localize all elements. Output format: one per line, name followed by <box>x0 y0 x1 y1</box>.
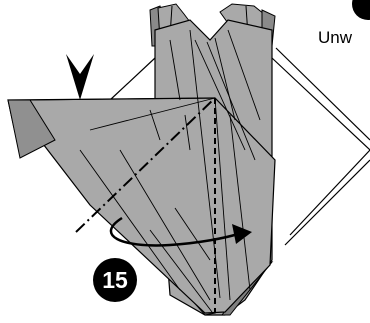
fold-arrow <box>109 216 239 247</box>
fold-arrow-head <box>232 224 252 244</box>
back-square-edges <box>109 47 370 246</box>
mountain-fold-line <box>75 97 216 233</box>
next-step-circle <box>352 0 370 20</box>
step-number-circle <box>93 258 137 302</box>
step-number: 15 <box>102 267 128 293</box>
chevron-down-icon <box>66 54 94 100</box>
step-caption: Unw <box>318 28 353 47</box>
crease-lines <box>29 29 261 313</box>
left-flap-tip <box>7 99 56 159</box>
